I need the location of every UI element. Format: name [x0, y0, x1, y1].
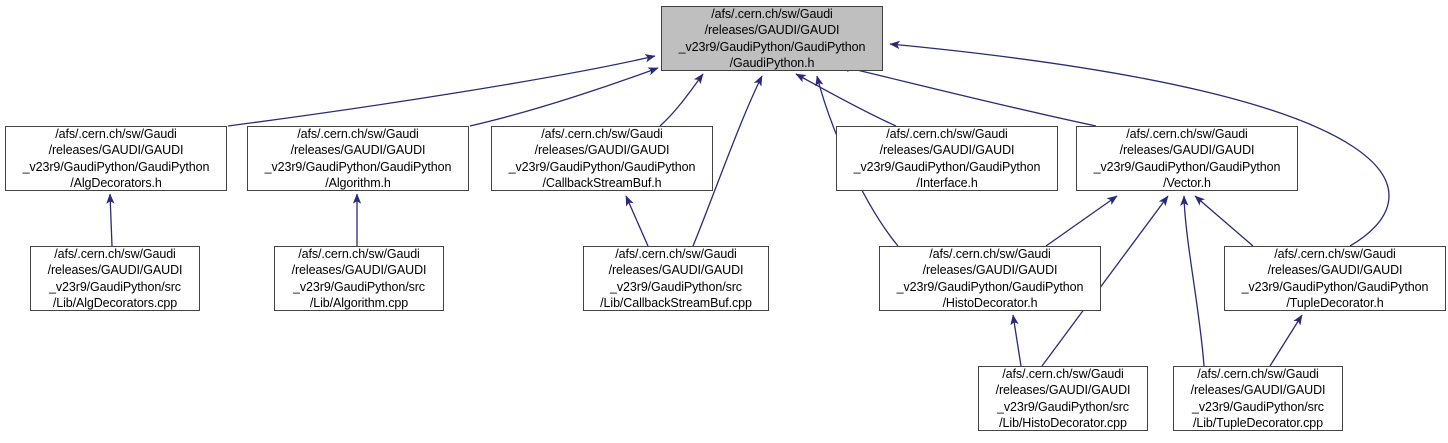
edge-tupledecorator-cpp-to-vector-h	[1180, 195, 1205, 367]
graph-node-label: /afs/.cern.ch/sw/Gaudi /releases/GAUDI/G…	[995, 367, 1131, 430]
graph-node-label: /afs/.cern.ch/sw/Gaudi /releases/GAUDI/G…	[47, 247, 183, 310]
edge-algdecorators-h-to-gaudipython-h	[227, 54, 656, 127]
graph-node-tupledecorator-cpp[interactable]: /afs/.cern.ch/sw/Gaudi /releases/GAUDI/G…	[1173, 366, 1343, 431]
graph-node-label: /afs/.cern.ch/sw/Gaudi /releases/GAUDI/G…	[22, 127, 210, 190]
graph-node-label: /afs/.cern.ch/sw/Gaudi /releases/GAUDI/G…	[1093, 127, 1281, 190]
edge-interface-h-to-gaudipython-h	[795, 73, 897, 127]
graph-node-algorithm-cpp[interactable]: /afs/.cern.ch/sw/Gaudi /releases/GAUDI/G…	[274, 246, 444, 311]
graph-node-label: /afs/.cern.ch/sw/Gaudi /releases/GAUDI/G…	[678, 7, 866, 70]
edge-algdecorators-cpp-to-algdecorators-h	[106, 193, 115, 247]
graph-node-label: /afs/.cern.ch/sw/Gaudi /releases/GAUDI/G…	[896, 247, 1084, 310]
graph-node-label: /afs/.cern.ch/sw/Gaudi /releases/GAUDI/G…	[264, 127, 452, 190]
graph-node-algdecorators-cpp[interactable]: /afs/.cern.ch/sw/Gaudi /releases/GAUDI/G…	[30, 246, 200, 311]
edge-callbackstreambuf-h-to-gaudipython-h	[659, 73, 704, 127]
graph-node-tupledecorator-h[interactable]: /afs/.cern.ch/sw/Gaudi /releases/GAUDI/G…	[1224, 246, 1446, 311]
graph-node-histodecorator-h[interactable]: /afs/.cern.ch/sw/Gaudi /releases/GAUDI/G…	[879, 246, 1101, 311]
graph-node-label: /afs/.cern.ch/sw/Gaudi /releases/GAUDI/G…	[1190, 367, 1326, 430]
edge-histodecorator-cpp-to-histodecorator-h	[1010, 314, 1022, 367]
edge-tupledecorator-h-to-vector-h	[1194, 195, 1254, 247]
graph-node-callbackstreambuf-h[interactable]: /afs/.cern.ch/sw/Gaudi /releases/GAUDI/G…	[491, 126, 713, 191]
edge-tupledecorator-cpp-to-tupledecorator-h	[1269, 314, 1303, 367]
graph-node-interface-h[interactable]: /afs/.cern.ch/sw/Gaudi /releases/GAUDI/G…	[836, 126, 1058, 191]
graph-node-vector-h[interactable]: /afs/.cern.ch/sw/Gaudi /releases/GAUDI/G…	[1076, 126, 1298, 191]
graph-node-gaudipython-h[interactable]: /afs/.cern.ch/sw/Gaudi /releases/GAUDI/G…	[661, 6, 883, 71]
graph-node-label: /afs/.cern.ch/sw/Gaudi /releases/GAUDI/G…	[291, 247, 427, 310]
edge-histodecorator-h-to-vector-h	[1045, 195, 1118, 247]
graph-node-callbackstreambuf-cpp[interactable]: /afs/.cern.ch/sw/Gaudi /releases/GAUDI/G…	[583, 246, 769, 311]
graph-node-label: /afs/.cern.ch/sw/Gaudi /releases/GAUDI/G…	[1241, 247, 1429, 310]
graph-node-algorithm-h[interactable]: /afs/.cern.ch/sw/Gaudi /releases/GAUDI/G…	[247, 126, 469, 191]
graph-node-algdecorators-h[interactable]: /afs/.cern.ch/sw/Gaudi /releases/GAUDI/G…	[5, 126, 227, 191]
edges-group	[106, 40, 1390, 367]
edge-algorithm-h-to-gaudipython-h	[469, 67, 659, 127]
edge-callbackstreambuf-cpp-to-callbackstreambuf-h	[625, 195, 649, 247]
graph-node-label: /afs/.cern.ch/sw/Gaudi /releases/GAUDI/G…	[600, 247, 752, 310]
edge-vector-h-to-gaudipython-h	[839, 64, 1097, 127]
graph-node-label: /afs/.cern.ch/sw/Gaudi /releases/GAUDI/G…	[508, 127, 696, 190]
graph-node-label: /afs/.cern.ch/sw/Gaudi /releases/GAUDI/G…	[853, 127, 1041, 190]
graph-node-histodecorator-cpp[interactable]: /afs/.cern.ch/sw/Gaudi /releases/GAUDI/G…	[978, 366, 1148, 431]
